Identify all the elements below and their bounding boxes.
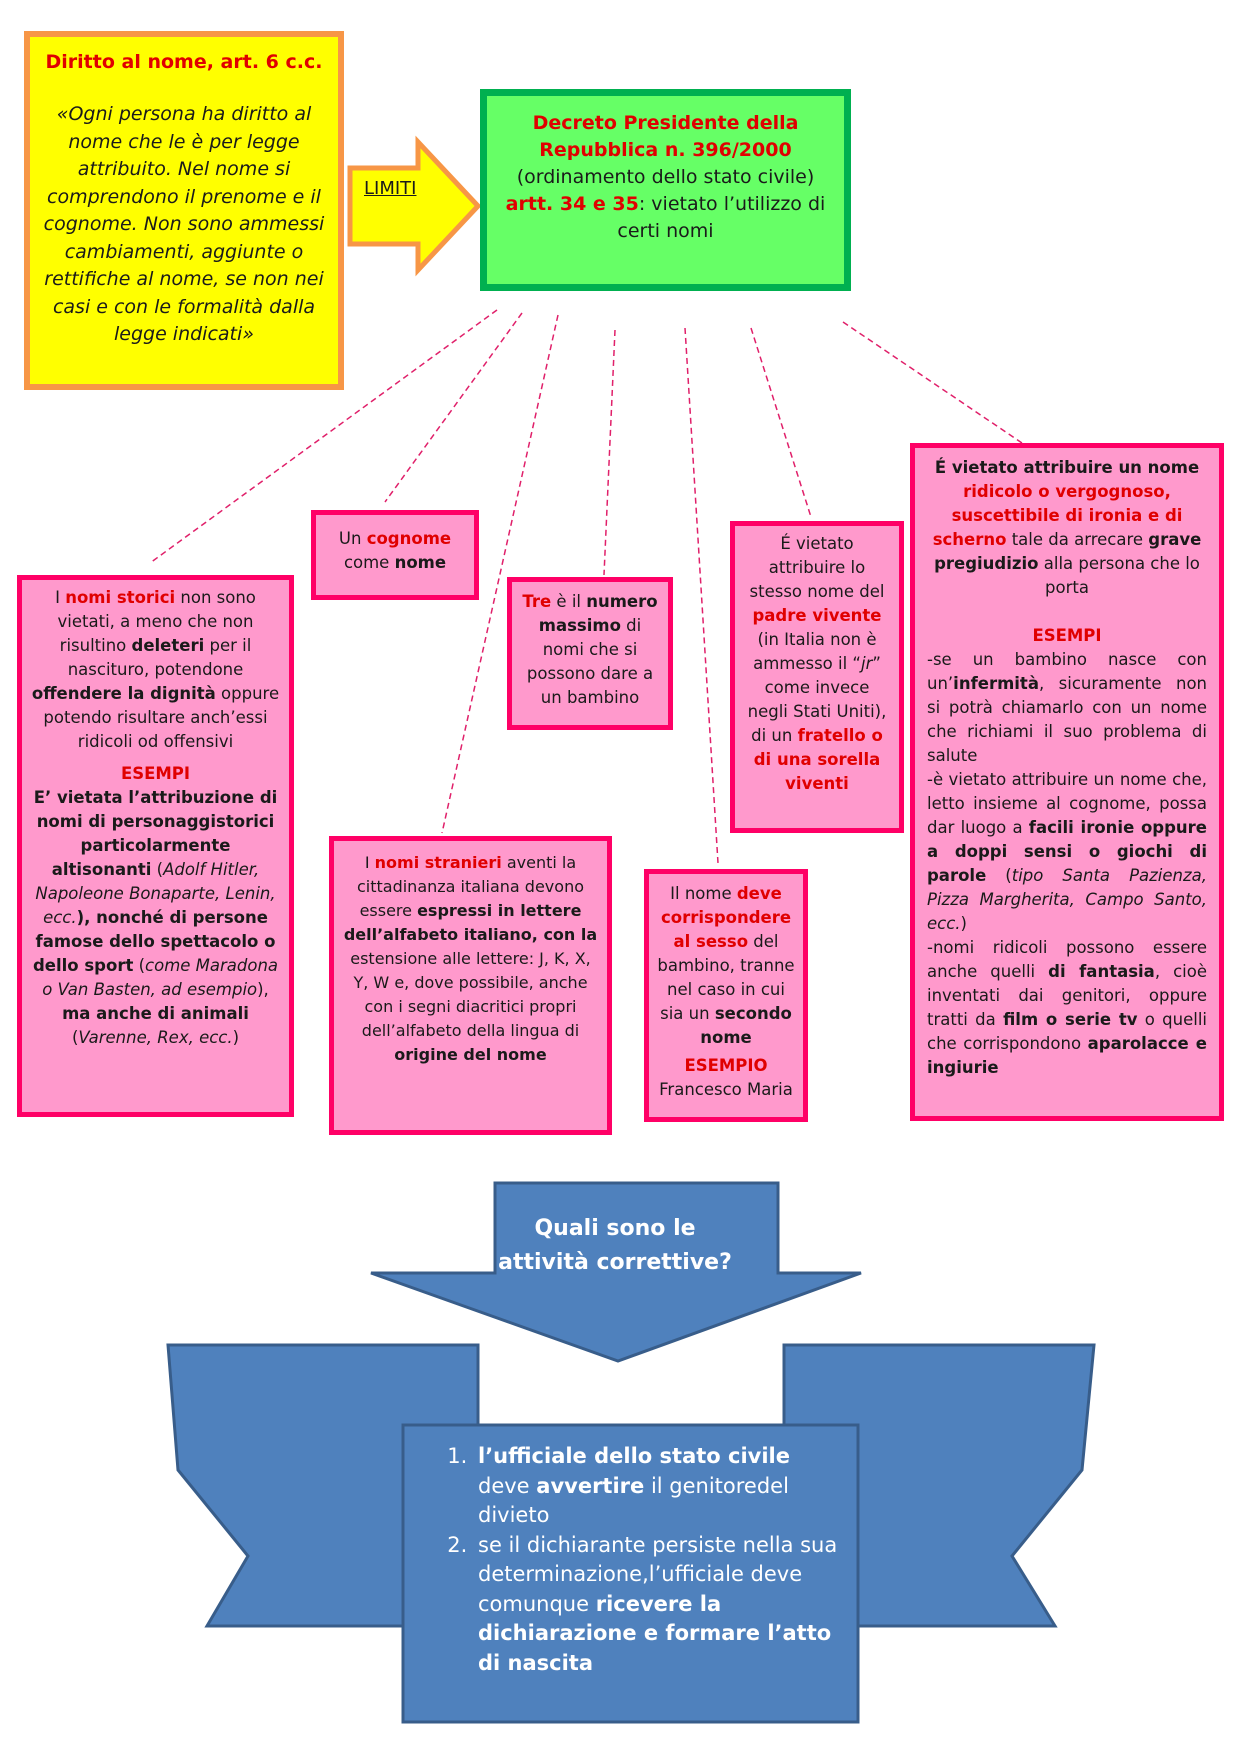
- sesso-box: Il nome deve corrispondere al sesso del …: [644, 869, 808, 1122]
- nomi-stranieri-box: I nomi stranieri aventi la cittadinanza …: [329, 836, 612, 1135]
- connector-storici: [149, 309, 498, 564]
- article-6-box: Diritto al nome, art. 6 c.c. «Ogni perso…: [24, 31, 344, 390]
- tre-box: Tre è il numero massimo di nomi che si p…: [507, 577, 673, 730]
- decree-box: Decreto Presidente della Repubblica n. 3…: [480, 89, 851, 291]
- connector-stranieri: [441, 314, 559, 834]
- decree-text: (ordinamento dello stato civile) artt. 3…: [505, 166, 826, 242]
- ridicolo-example-1: -se un bambino nasce con un’infermità, s…: [927, 650, 1207, 765]
- sesso-esempio: ESEMPIO: [684, 1056, 768, 1075]
- ridicolo-example-3: -nomi ridicoli possono essere anche quel…: [927, 938, 1207, 1077]
- nomi-storici-examples: E’ vietata l’attribuzione di nomi di per…: [32, 788, 279, 1047]
- ribbon-banner: [166, 1343, 1096, 1724]
- connector-ridicolo: [842, 321, 1023, 444]
- nome-ridicolo-box: É vietato attribuire un nome ridicolo o …: [910, 443, 1224, 1121]
- ridicolo-example-2: -è vietato attribuire un nome che, letto…: [927, 770, 1208, 933]
- padre-vivente-box: É vietato attribuire lo stesso nome del …: [730, 521, 904, 833]
- limiti-label: LIMITI: [364, 178, 417, 199]
- step-2: se il dichiarante persiste nella sua det…: [474, 1531, 840, 1679]
- nomi-storici-esempi: ESEMPI: [120, 764, 191, 783]
- connector-cognome: [384, 312, 523, 503]
- connector-padre: [750, 327, 812, 518]
- connector-tre: [603, 329, 616, 576]
- ridicolo-esempi: ESEMPI: [1032, 626, 1102, 645]
- decree-title: Decreto Presidente della Repubblica n. 3…: [532, 112, 799, 161]
- nomi-storici-box: I nomi storici non sono vietati, a meno …: [17, 575, 294, 1117]
- nomi-storici-text: I nomi storici non sono vietati, a meno …: [31, 588, 280, 751]
- sesso-example-name: Francesco Maria: [659, 1080, 793, 1099]
- question-arrow: [370, 1181, 862, 1363]
- step-1: l’ufficiale dello stato civile deve avve…: [474, 1442, 840, 1531]
- connector-sesso: [684, 327, 719, 864]
- article-6-quote: «Ogni persona ha diritto al nome che le …: [43, 103, 325, 345]
- article-6-title: Diritto al nome, art. 6 c.c.: [45, 51, 323, 73]
- corrective-steps: l’ufficiale dello stato civile deve avve…: [440, 1442, 840, 1678]
- cognome-box: Un cognome come nome: [311, 510, 479, 600]
- limiti-arrow: [347, 135, 482, 277]
- question-text: Quali sono le attività correttive?: [498, 1216, 732, 1275]
